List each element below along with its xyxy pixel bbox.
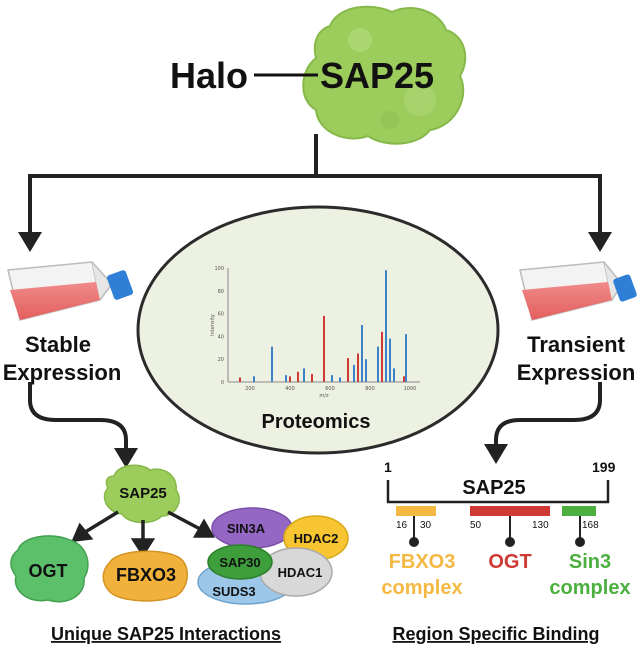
fbxo3-region-name-2: complex bbox=[381, 577, 462, 599]
sin3-region-name-2: complex bbox=[549, 577, 630, 599]
flow-arrows-top bbox=[28, 134, 602, 248]
arrow-head-transient bbox=[484, 444, 508, 464]
sin3a-label: SIN3A bbox=[227, 521, 266, 536]
spectrum-y-tick: 40 bbox=[218, 334, 224, 340]
proteomics-label: Proteomics bbox=[262, 411, 371, 433]
hdac2-label: HDAC2 bbox=[294, 531, 339, 546]
arrow-transient-to-binding bbox=[494, 382, 602, 448]
stable-label-1: Stable bbox=[25, 332, 91, 357]
flask-right-icon bbox=[519, 261, 637, 321]
spectrum-x-tick: 800 bbox=[365, 386, 375, 392]
spectrum-y-axis-label: Intensity bbox=[210, 314, 216, 336]
interaction-arrows bbox=[71, 510, 216, 558]
transient-label-1: Transient bbox=[527, 332, 625, 357]
binding-caption: Region Specific Binding bbox=[392, 624, 599, 644]
hdac1-label: HDAC1 bbox=[278, 565, 323, 580]
spectrum-y-tick: 0 bbox=[221, 380, 224, 386]
fbxo3-region-start: 16 bbox=[396, 520, 408, 531]
spectrum-x-tick: 400 bbox=[285, 386, 295, 392]
sap30-label: SAP30 bbox=[219, 555, 260, 570]
fbxo3-region-name-1: FBXO3 bbox=[389, 551, 456, 573]
arrow-head-stable bbox=[114, 448, 138, 468]
sap30-blob bbox=[207, 544, 273, 580]
spectrum-y-tick: 60 bbox=[218, 312, 224, 318]
ogt-region-name: OGT bbox=[488, 551, 531, 573]
interactions-caption: Unique SAP25 Interactions bbox=[51, 624, 281, 644]
sin3-region-marker bbox=[575, 537, 585, 547]
sin3-region-name-1: Sin3 bbox=[569, 551, 611, 573]
arrow-head-left bbox=[18, 232, 42, 252]
spectrum-x-tick: 200 bbox=[245, 386, 255, 392]
ogt-region-end: 130 bbox=[532, 520, 549, 531]
sap25-small-label: SAP25 bbox=[119, 485, 167, 502]
sin3-region-bar bbox=[562, 506, 596, 516]
arrow-head-right bbox=[588, 232, 612, 252]
spectrum-y-tick: 20 bbox=[218, 357, 224, 363]
stable-label-2: Expression bbox=[3, 360, 122, 385]
spectrum-x-tick: 1000 bbox=[404, 386, 417, 392]
binding-end-label: 199 bbox=[592, 459, 616, 475]
ogt-region-marker bbox=[505, 537, 515, 547]
fbxo3-region-marker bbox=[409, 537, 419, 547]
flask-left-icon bbox=[7, 261, 133, 321]
fbxo3-label: FBXO3 bbox=[116, 565, 176, 585]
fbxo3-blob bbox=[102, 550, 188, 602]
arrow-stable-to-interactions bbox=[28, 382, 128, 452]
spectrum-x-axis-label: m/z bbox=[319, 393, 329, 399]
sin3-region-end: 168 bbox=[582, 520, 599, 531]
transient-label-2: Expression bbox=[517, 360, 636, 385]
halo-label: Halo bbox=[170, 55, 248, 96]
ogt-region-bar bbox=[470, 506, 550, 516]
ogt-blob bbox=[10, 535, 89, 603]
sap25-sequence-bar bbox=[386, 480, 610, 504]
binding-protein-label: SAP25 bbox=[462, 477, 525, 499]
ogt-region-start: 50 bbox=[470, 520, 482, 531]
fbxo3-region-bar bbox=[396, 506, 436, 516]
spectrum-y-tick: 80 bbox=[218, 289, 224, 295]
sap25-top-label: SAP25 bbox=[320, 55, 434, 96]
suds3-label: SUDS3 bbox=[212, 584, 255, 599]
sap25-top-blob bbox=[302, 5, 467, 145]
spectrum-x-tick: 600 bbox=[325, 386, 335, 392]
ogt-label: OGT bbox=[29, 561, 68, 581]
fbxo3-region-end: 30 bbox=[420, 520, 432, 531]
sap25-small-blob bbox=[103, 464, 180, 524]
binding-start-label: 1 bbox=[384, 459, 392, 475]
spectrum-y-tick: 100 bbox=[214, 266, 224, 272]
